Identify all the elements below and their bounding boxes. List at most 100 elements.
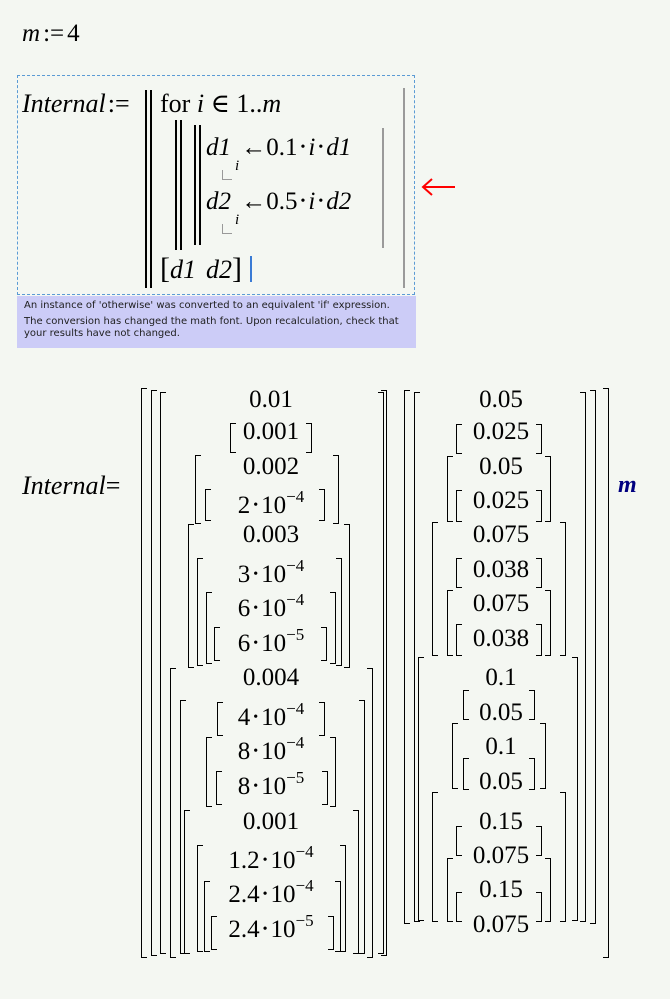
bracket-right-c2-r8 <box>536 624 542 656</box>
matrix-cell-c2-r10: 0.05 <box>479 699 523 726</box>
bracket-right-c2-r14 <box>536 826 542 856</box>
bracket-left-c1-r12 <box>216 771 222 805</box>
bracket-right-c2-r5-8 <box>560 522 566 656</box>
bracket-right-c2-r10 <box>529 690 535 720</box>
matrix-cell-c1-r10: 4•10−4 <box>237 699 305 731</box>
matrix-cell-c2-r3: 0.05 <box>479 453 523 480</box>
bracket-left-col1-level1 <box>160 392 166 954</box>
bracket-right-outer <box>603 388 609 958</box>
ivar-2: i <box>308 188 316 215</box>
loop-bar-1 <box>175 120 177 250</box>
subscript-placeholder-2[interactable] <box>222 224 232 234</box>
bracket-left-c2-r5-8 <box>432 522 438 656</box>
bracket-left-c2-r6 <box>456 558 462 588</box>
bracket-right-c1-r10-16 <box>359 700 365 954</box>
bracket-right-c1-r13-16 <box>353 810 359 954</box>
bracket-right-c2-r15-16 <box>545 858 551 922</box>
matrix-cell-c2-r1: 0.05 <box>479 386 523 413</box>
bracket-left-c1-r8 <box>214 627 220 661</box>
bracket-right-col1-level1 <box>378 392 384 954</box>
matrix-cell-c2-r16: 0.075 <box>472 911 530 938</box>
bracket-right-c1-r4 <box>319 489 325 521</box>
matrix-cell-c1-r1: 0.01 <box>249 386 293 413</box>
loop-bar-2 <box>180 120 182 250</box>
assignment-line-2[interactable]: d2 ←0.5•i•d2 <box>206 188 351 216</box>
bracket-left-c2-r9-16 <box>418 657 424 921</box>
matrix-cell-c1-r6: 3•10−4 <box>237 556 305 588</box>
assign-arrow-1: ← <box>241 134 267 161</box>
matrix-cell-c2-r2: 0.025 <box>472 418 530 445</box>
bracket-left-c1-r16 <box>211 916 217 950</box>
matrix-cell-c1-r9: 0.004 <box>242 664 300 691</box>
bracket-left-c1-r4 <box>205 489 211 521</box>
bracket-right-c1-r15-16 <box>335 881 341 952</box>
program-return-vector[interactable]: [d1 d2] <box>160 252 242 286</box>
subscript-placeholder-1[interactable] <box>222 170 232 180</box>
dot-2b: • <box>318 194 324 209</box>
bracket-left-c1-r11-12 <box>206 737 212 807</box>
matrix-cell-c1-r16: 2.4•10−5 <box>228 911 314 943</box>
bracket-right-c1-r12 <box>322 771 328 805</box>
assignment-line-1[interactable]: d1 ←0.1•i•d1 <box>206 134 351 162</box>
bracket-left-c2-r3-4 <box>447 456 453 522</box>
return-d1: d1 <box>170 255 196 284</box>
bracket-right-c2-r4 <box>536 490 542 522</box>
ivar-1: i <box>308 134 316 161</box>
subscript-i-1: i <box>235 158 240 174</box>
program-bar-outer-2 <box>150 90 152 288</box>
matrix-cell-c1-r14: 1.2•10−4 <box>228 842 314 874</box>
bracket-left-c2-r2 <box>456 424 462 454</box>
message-line-1: An instance of 'otherwise' was converted… <box>24 300 390 311</box>
bracket-left-col2-outer <box>404 390 410 924</box>
return-bracket-close: ] <box>232 252 242 285</box>
result-unit[interactable]: m <box>618 472 637 498</box>
conversion-message: An instance of 'otherwise' was converted… <box>17 296 416 348</box>
bracket-left-col2-level1 <box>414 392 420 922</box>
matrix-cell-c2-r8: 0.038 <box>472 625 530 652</box>
bracket-right-c1-r8 <box>321 627 327 661</box>
range-end: m <box>262 89 282 118</box>
for-loop-header[interactable]: for i ∈ 1..m <box>160 89 281 119</box>
bracket-right-c1-r2 <box>306 423 312 453</box>
matrix-cell-c1-r2: 0.001 <box>242 418 300 445</box>
program-definition-lhs[interactable]: Internal:= <box>22 89 130 119</box>
d2-source: d2 <box>326 188 352 215</box>
subscript-i-2: i <box>235 212 240 228</box>
bracket-left-c2-r13-16 <box>432 792 438 922</box>
loop-body-bar-1 <box>194 125 196 245</box>
return-d2: d2 <box>206 255 232 284</box>
matrix-cell-c2-r11: 0.1 <box>485 733 517 760</box>
bracket-left-c1-r7-8 <box>206 592 212 664</box>
assign-arrow-2: ← <box>241 188 267 215</box>
bracket-right-c1-r11-12 <box>330 737 336 807</box>
bracket-left-c2-r8 <box>456 624 462 656</box>
bracket-right-c1-r16 <box>328 916 334 950</box>
matrix-cell-c2-r4: 0.025 <box>472 487 530 514</box>
loop-var: i <box>196 89 205 118</box>
matrix-cell-c1-r13: 0.001 <box>242 808 300 835</box>
selection-bar-inner <box>382 128 384 248</box>
message-line-2: The conversion has changed the math font… <box>24 316 399 339</box>
matrix-cell-c2-r7: 0.075 <box>472 590 530 617</box>
matrix-cell-c2-r13: 0.15 <box>479 808 523 835</box>
bracket-right-c2-r6 <box>536 558 542 588</box>
matrix-cell-c1-r3: 0.002 <box>242 453 300 480</box>
selection-bar-outer <box>403 88 405 288</box>
bracket-right-c2-r11-12 <box>540 723 546 789</box>
matrix-cell-c2-r5: 0.075 <box>472 521 530 548</box>
return-bracket-open: [ <box>160 252 170 285</box>
matrix-cell-c1-r5: 0.003 <box>242 521 300 548</box>
var-m: m <box>22 20 41 47</box>
bracket-right-c1-r14-16 <box>340 845 346 952</box>
result-lhs[interactable]: Internal= <box>22 471 120 501</box>
red-left-arrow-icon <box>421 178 455 196</box>
bracket-left-c2-r4 <box>456 490 462 522</box>
bracket-right-c1-r7-8 <box>330 592 336 664</box>
coef-2: 0.5 <box>266 188 298 215</box>
bracket-right-col2-level1 <box>580 392 586 922</box>
bracket-right-c2-r16 <box>536 892 542 922</box>
program-region[interactable] <box>17 75 415 295</box>
definition-m[interactable]: m:=4 <box>22 20 80 48</box>
matrix-cell-c2-r6: 0.038 <box>472 556 530 583</box>
bracket-left-c2-r16 <box>456 892 462 922</box>
